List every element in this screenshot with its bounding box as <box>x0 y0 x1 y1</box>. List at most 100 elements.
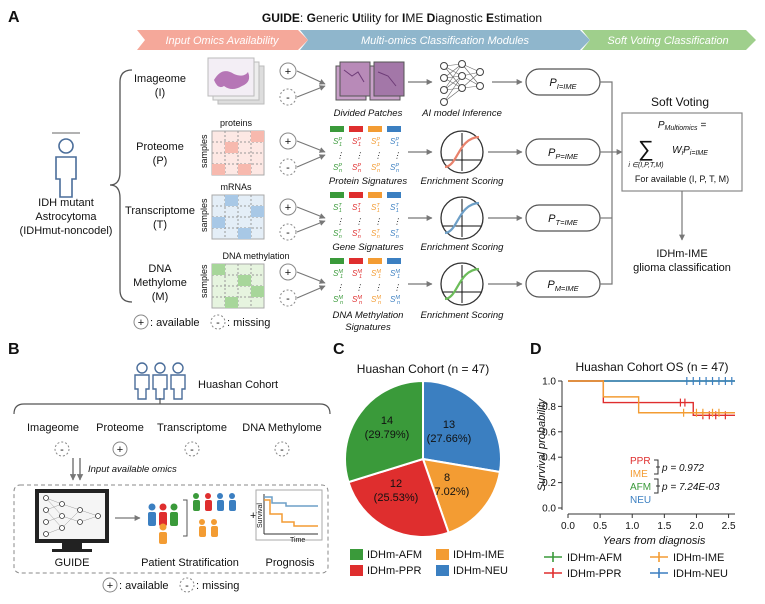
banner-input-shape <box>137 30 308 50</box>
pie-slice-idhm-neu <box>422 379 502 474</box>
svg-text:+: + <box>285 202 291 214</box>
svg-text:Survival: Survival <box>257 503 264 528</box>
svg-text:DNA methylation: DNA methylation <box>222 251 289 261</box>
methylome-matrix: DNA methylation samples <box>199 251 290 309</box>
svg-text:+: + <box>285 136 291 148</box>
sum-term: WiPi=IME <box>672 145 708 157</box>
signature-symbol: ⋮ <box>355 151 363 160</box>
banner-modules-shape <box>300 30 590 50</box>
panel-label-a: A <box>8 9 20 26</box>
km-title: Huashan Cohort OS (n = 47) <box>575 360 728 374</box>
signature-symbol: ⋮ <box>374 151 382 160</box>
module-right-label-p: Enrichment Scoring <box>421 176 505 187</box>
km-x-tick-label: 1.0 <box>625 521 639 532</box>
sum-subscript: i ∈(I,P,T,M) <box>628 162 663 169</box>
svg-text:: available: : available <box>150 317 200 329</box>
svg-text:samples: samples <box>199 134 209 168</box>
omic-abbr-t: (T) <box>153 219 167 231</box>
guide-label: GUIDE <box>55 557 90 569</box>
svg-text:PM=IME: PM=IME <box>547 279 579 293</box>
pie-label-pct: (25.53%) <box>374 492 419 504</box>
svg-text:Time: Time <box>290 537 305 544</box>
patient-label-2: Astrocytoma <box>35 211 97 223</box>
soft-voting-box <box>621 112 743 192</box>
avail-plus-m: + <box>279 263 297 281</box>
svg-text:: missing: : missing <box>196 580 239 592</box>
svg-text:+: + <box>285 267 291 279</box>
patient-label-1: IDH mutant <box>38 197 94 209</box>
module-left-label-m2: Signatures <box>345 322 391 333</box>
svg-text:IDHm-IME: IDHm-IME <box>673 552 724 564</box>
pie-title: Huashan Cohort (n = 47) <box>357 362 489 376</box>
svg-text:+: + <box>107 580 113 592</box>
banner-voting: Soft Voting Classification <box>607 35 728 47</box>
avail-plus-p: + <box>279 132 297 150</box>
km-curve-idhm-ime <box>568 380 735 414</box>
svg-text:-: - <box>216 317 220 329</box>
stratification-label: Patient Stratification <box>141 557 239 569</box>
proteome-matrix: proteins samples <box>199 118 265 176</box>
omic-abbr-p: (P) <box>153 155 168 167</box>
prognosis-label: Prognosis <box>266 557 315 569</box>
legend-b: + : available - : missing <box>102 577 239 593</box>
signature-symbol: ⋮ <box>336 217 344 226</box>
signature-symbol: ⋮ <box>393 151 401 160</box>
availability-markers: + - + - + - + - <box>279 62 297 307</box>
divided-patches-icon <box>335 61 405 101</box>
input-arrows <box>296 70 326 299</box>
omic-abbr-m: (M) <box>152 291 169 303</box>
pipeline-box <box>13 484 329 574</box>
b-omic-imageome: Imageome <box>27 422 79 434</box>
pie-label-count: 8 <box>444 472 450 484</box>
panel-label-c: C <box>333 341 345 358</box>
svg-text:-: - <box>185 580 189 592</box>
module-arrows <box>408 79 433 287</box>
module-right-label-t: Enrichment Scoring <box>421 242 505 253</box>
svg-text:IDHm-IME: IDHm-IME <box>453 549 504 561</box>
methylation-signatures <box>330 258 401 264</box>
plus-sign: + <box>250 510 256 522</box>
module-left-label-p: Protein Signatures <box>329 176 407 187</box>
omics-brace <box>109 69 133 303</box>
transcriptome-matrix: mRNAs samples <box>199 182 265 240</box>
patient-stratification-icon <box>148 493 236 544</box>
cohort-brace <box>13 403 331 415</box>
avail-minus-p: - <box>279 158 297 176</box>
mini-survival-plot: Survival Time <box>255 489 323 544</box>
km-y-tick-label: 0.6 <box>542 427 556 438</box>
svg-text:IDHm-AFM: IDHm-AFM <box>367 549 422 561</box>
svg-text:p = 0.972: p = 0.972 <box>661 463 704 474</box>
svg-text:NEU: NEU <box>630 495 651 506</box>
svg-text:IDHm-NEU: IDHm-NEU <box>673 568 728 580</box>
pie-slice-idhm-ppr <box>347 457 450 538</box>
svg-text:IME: IME <box>630 469 648 480</box>
neural-network-icon <box>440 60 484 106</box>
svg-text:IDHm-NEU: IDHm-NEU <box>453 565 508 577</box>
km-ylabel: Survival probability <box>536 397 548 491</box>
banner-voting-shape <box>582 30 756 50</box>
omic-name-proteome: Proteome <box>136 141 184 153</box>
enrichment-icon-p <box>440 130 484 174</box>
b-omic-transcriptome: Transcriptome <box>157 422 227 434</box>
km-y-tick-label: 0.2 <box>542 478 556 489</box>
svg-text:IDHm-PPR: IDHm-PPR <box>367 565 421 577</box>
svg-text:PPR: PPR <box>630 456 651 467</box>
km-legend: IDHm-AFM IDHm-IME IDHm-PPR IDHm-NEU <box>544 552 728 580</box>
svg-text:PI=IME: PI=IME <box>549 77 577 91</box>
module-left-label-m: DNA Methylation <box>333 310 404 321</box>
svg-text:+: + <box>117 444 123 456</box>
prob-boxes: PI=IME PP=IME PT=IME PM=IME <box>525 68 601 298</box>
km-curve-idhm-ppr <box>568 380 735 416</box>
